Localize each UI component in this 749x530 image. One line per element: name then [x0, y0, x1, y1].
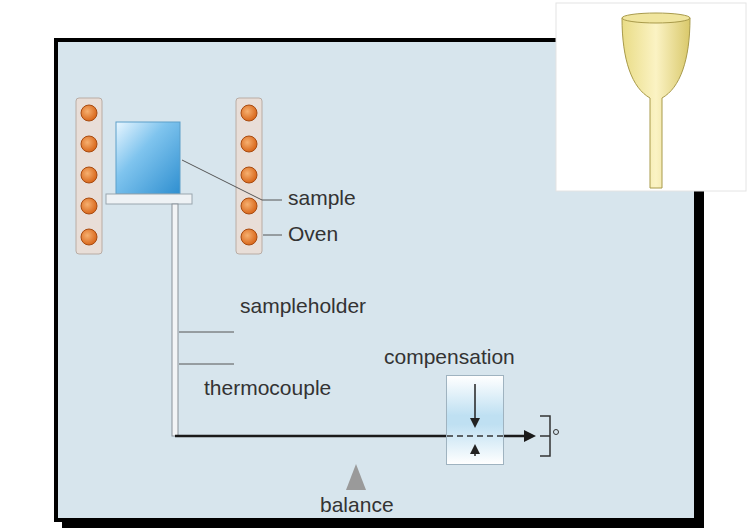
- leader-line: [179, 364, 234, 365]
- part-label: Oven: [288, 222, 338, 245]
- heater-coils: [81, 105, 257, 245]
- leader-line: [263, 235, 282, 236]
- inset-panel: [556, 3, 746, 191]
- part-label: sampleholder: [240, 294, 366, 317]
- compensation-unit: compensation: [384, 345, 515, 463]
- holder-stem: [172, 204, 178, 436]
- node-heading: compensation: [384, 345, 515, 368]
- leader-line: [182, 160, 282, 200]
- balance-fulcrum: [346, 464, 366, 490]
- heater-coil: [241, 198, 257, 214]
- output-arrowhead: [524, 430, 536, 442]
- heater-coil: [81, 105, 97, 121]
- leader-line: [179, 332, 234, 333]
- part-label: balance: [320, 493, 394, 516]
- crucible-rim: [622, 13, 690, 23]
- compensation-box: [446, 375, 504, 465]
- oven-left: [76, 98, 102, 254]
- part-label: thermocouple: [204, 376, 331, 399]
- sample-block: [116, 122, 180, 194]
- heater-coil: [241, 167, 257, 183]
- output-bracket: [540, 416, 550, 456]
- sample-plate: [106, 194, 192, 204]
- oven-right: [236, 98, 262, 254]
- heater-coil: [241, 136, 257, 152]
- compensation-arrows: [447, 376, 503, 464]
- balance-beam: [175, 435, 447, 438]
- output-dial: [554, 430, 559, 435]
- part-label: sample: [288, 186, 356, 209]
- heater-coil: [241, 229, 257, 245]
- heater-coil: [81, 167, 97, 183]
- crucible-icon: [622, 18, 690, 188]
- heater-coil: [81, 136, 97, 152]
- heater-coil: [81, 198, 97, 214]
- heater-coil: [241, 105, 257, 121]
- heater-coil: [81, 229, 97, 245]
